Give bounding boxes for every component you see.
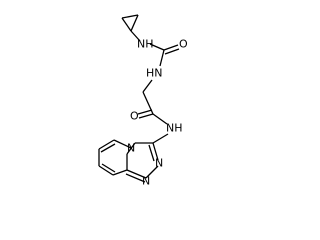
atom-label-amide-oxygen: O	[130, 110, 139, 123]
atom-label-nh-bottom: NH	[166, 122, 183, 135]
bond-amide-co-b	[137, 109, 153, 115]
bond-triazole-c8a-n4	[126, 142, 136, 155]
bond-pyridine-c5-c6-a	[98, 139, 115, 150]
atom-label-urea-hn: HN	[146, 67, 163, 80]
bond-hn-ch2	[142, 79, 153, 93]
bond-triazole-c-n1-a	[152, 142, 159, 161]
bond-pyridine-c7-c8-b	[101, 163, 116, 173]
bond-triazole-n2-c8a-a	[126, 169, 147, 179]
bond-cyclopropyl-3	[121, 17, 132, 32]
bond-triazole-n1-n2	[145, 165, 159, 179]
atom-label-ring-n-bridge: N	[127, 142, 135, 155]
bond-urea-co-b	[164, 48, 180, 55]
atom-label-ring-n-lower-a: N	[155, 157, 163, 170]
bond-triazole-n2-c8a-b	[125, 173, 146, 183]
bond-amide-co-a	[138, 113, 154, 119]
atom-label-nh-top: NH	[137, 38, 154, 51]
bond-amide-c-nh	[152, 113, 168, 125]
bond-cyclopropyl-2	[130, 14, 139, 32]
bond-lines	[98, 14, 180, 183]
atom-label-urea-oxygen: O	[179, 38, 188, 51]
molecule-structure: NH O HN O NH N N N	[98, 14, 188, 188]
bond-pyridine-n4-c5	[113, 139, 132, 149]
atom-label-ring-n-lower-b: N	[142, 175, 150, 188]
bond-triazole-c-n1-b	[148, 144, 155, 162]
bond-pyridine-c7-c8-a	[98, 165, 114, 176]
bond-urea-c-hn	[159, 49, 165, 67]
bond-urea-co-a	[163, 44, 179, 51]
bond-cyclopropyl-nh	[130, 30, 141, 42]
bond-pyridine-c8-c8a	[112, 169, 128, 176]
bond-nh-triazole	[152, 133, 169, 144]
bond-cyclopropyl-1	[121, 14, 139, 19]
atom-labels: NH O HN O NH N N N	[127, 38, 188, 188]
bond-pyridine-c5-c6-b	[100, 143, 116, 153]
bond-nh-urea-c	[149, 43, 165, 51]
